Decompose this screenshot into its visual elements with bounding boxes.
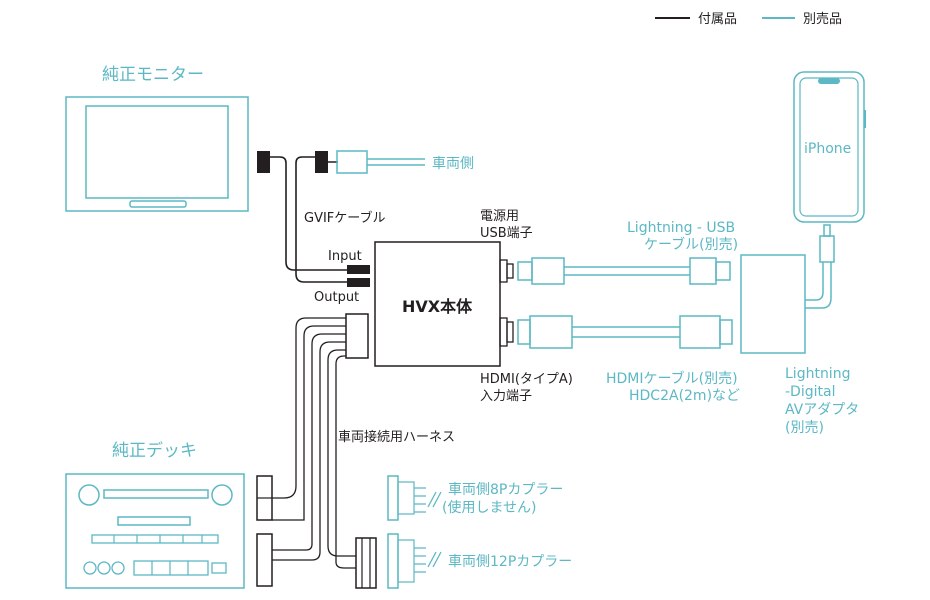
coupler-8p-body [387,475,399,521]
hdmi-cable-label-1: HDMIケーブル(別売) [606,370,738,387]
coupler-8p-pins [397,481,415,515]
power-label-1: 電源用 [480,209,519,224]
adapter-label-3: AVアダプタ [785,402,859,418]
hdmi-plug-neck-left [517,319,531,345]
deck-preset-row [133,560,209,576]
coupler-12p-break [427,551,442,568]
hdmi-cable: HDMIケーブル(別売) HDC2A(2m)など [517,315,740,404]
usb-plug-neck [517,261,533,281]
deck-knob-left [78,484,100,506]
adapter-lightning-plug [819,235,835,263]
harness-label: 車両接続用ハーネス [338,429,455,445]
vehicle-side-label: 車両側 [432,155,474,172]
hdmi-port-inner [506,321,514,343]
deck: 純正デッキ [65,440,245,589]
usb-port [499,259,508,283]
input-plug [347,265,370,274]
monitor: 純正モニター [65,65,249,212]
legend: 付属品 別売品 [655,11,842,27]
deck-harness-connector-bottom [256,533,273,587]
harness-wire-5 [327,349,356,557]
hdmi-cable-label-2: HDC2A(2m)など [629,388,740,404]
hdmi-port [499,317,508,347]
deck-dial-2 [97,561,111,575]
monitor-body [65,96,249,212]
harness-wire-3 [272,333,346,551]
coupler-12p-label: 車両側12Pカプラー [448,553,572,570]
coupler-8p-label-2: (使用しません) [442,499,537,516]
main-unit-body [374,241,501,367]
deck-display [117,516,191,526]
deck-dial-3 [111,561,125,575]
adapter-label-4: (別売) [785,420,824,436]
power-label-2: USB端子 [480,226,533,241]
gvif-cable-output [295,156,347,283]
input-label: Input [328,249,362,264]
deck-dial-1 [83,561,97,575]
vehicle-couplers: 車両側8Pカプラー (使用しません) 車両側12Pカプラー [387,475,572,589]
main-unit: HVX本体 電源用 USB端子 HDMI(タイプA) 入力端子 [374,209,573,404]
gvif-cable-assembly: 車両側 GVIFケーブル Input Output [257,150,474,305]
deck-title: 純正デッキ [112,440,197,461]
harness-wire-4 [272,341,346,561]
lightning-plug-neck [715,261,731,281]
adapter-cable-2 [805,262,832,309]
harness-12p-plug [355,537,377,589]
deck-button-row [91,534,219,544]
adapter-label-2: -Digital [785,384,835,400]
coupler-8p-break [427,491,442,508]
legend-included-label: 付属品 [698,12,737,27]
coupler-8p-wires [414,487,426,513]
harness-wire-1 [272,317,346,499]
monitor-gvif-plug [257,151,270,173]
legend-separate-label: 別売品 [803,11,842,27]
hdmi-plug-body-left [529,315,573,349]
av-adapter: Lightning -Digital AVアダプタ (別売) [740,224,859,436]
usb-port-inner [506,263,514,279]
harness-wire-2 [272,325,346,521]
lightning-usb-label-2: ケーブル(別売) [644,236,738,253]
coupler-12p-pins [397,539,415,583]
adapter-lightning-tip [823,224,831,237]
harness: 車両接続用ハーネス [256,313,455,589]
monitor-button [129,200,187,208]
lightning-plug-body [689,257,717,285]
lightning-usb-cable: Lightning - USB ケーブル(別売) [517,220,738,285]
deck-knob-right [211,484,233,506]
harness-sleeve [345,313,369,359]
vehicle-side-connector [336,150,368,174]
deck-body [65,473,245,589]
usb-plug-body [531,257,565,285]
monitor-screen [85,105,229,199]
output-plug [347,278,370,287]
hdmi-plug-body-right [679,315,721,349]
hdmi-plug-neck-right [719,319,733,345]
coupler-12p-body [387,533,399,589]
monitor-title: 純正モニター [102,65,204,85]
output-label: Output [314,290,359,305]
adapter-label-1: Lightning [785,366,850,382]
harness-wire-6 [335,355,356,569]
hdmi-port-label-2: 入力端子 [480,389,532,404]
hdmi-port-label-1: HDMI(タイプA) [480,372,573,387]
iphone-label: iPhone [804,141,851,157]
lightning-usb-label-1: Lightning - USB [627,220,735,236]
iphone-notch [818,78,840,84]
gvif-cable-input [270,156,347,271]
deck-disc-slot [103,489,209,499]
iphone: iPhone [793,71,866,223]
adapter-body [740,254,806,354]
coupler-8p-label-1: 車両側8Pカプラー [448,481,563,498]
iphone-body [793,71,865,223]
vehicle-gvif-plug [315,151,328,173]
adapter-cable-1 [805,262,824,301]
gvif-cable-label: GVIFケーブル [304,210,386,226]
deck-eject-button [211,562,227,574]
coupler-12p-wires [414,547,426,573]
main-unit-label: HVX本体 [402,297,473,316]
